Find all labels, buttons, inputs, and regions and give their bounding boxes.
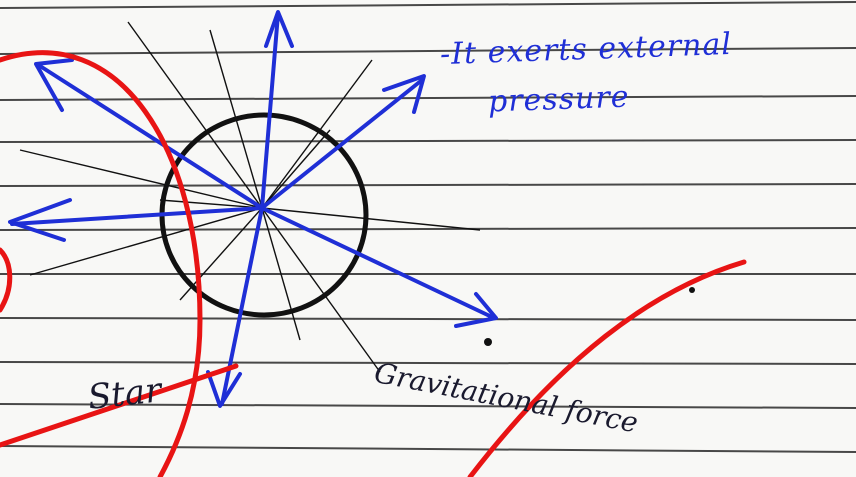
arrowhead-up xyxy=(266,12,292,46)
red-slash-right xyxy=(470,262,744,477)
red-arc-left-edge xyxy=(0,250,10,310)
ink-dot xyxy=(689,287,695,293)
star-label: Star xyxy=(86,370,163,417)
arrow-up xyxy=(262,14,278,208)
ink-dot xyxy=(484,338,492,346)
force-arrows xyxy=(10,12,496,406)
annotation-line-2: pressure xyxy=(487,80,630,120)
arrow-lower-right xyxy=(262,208,494,318)
arrow-left xyxy=(12,208,262,224)
